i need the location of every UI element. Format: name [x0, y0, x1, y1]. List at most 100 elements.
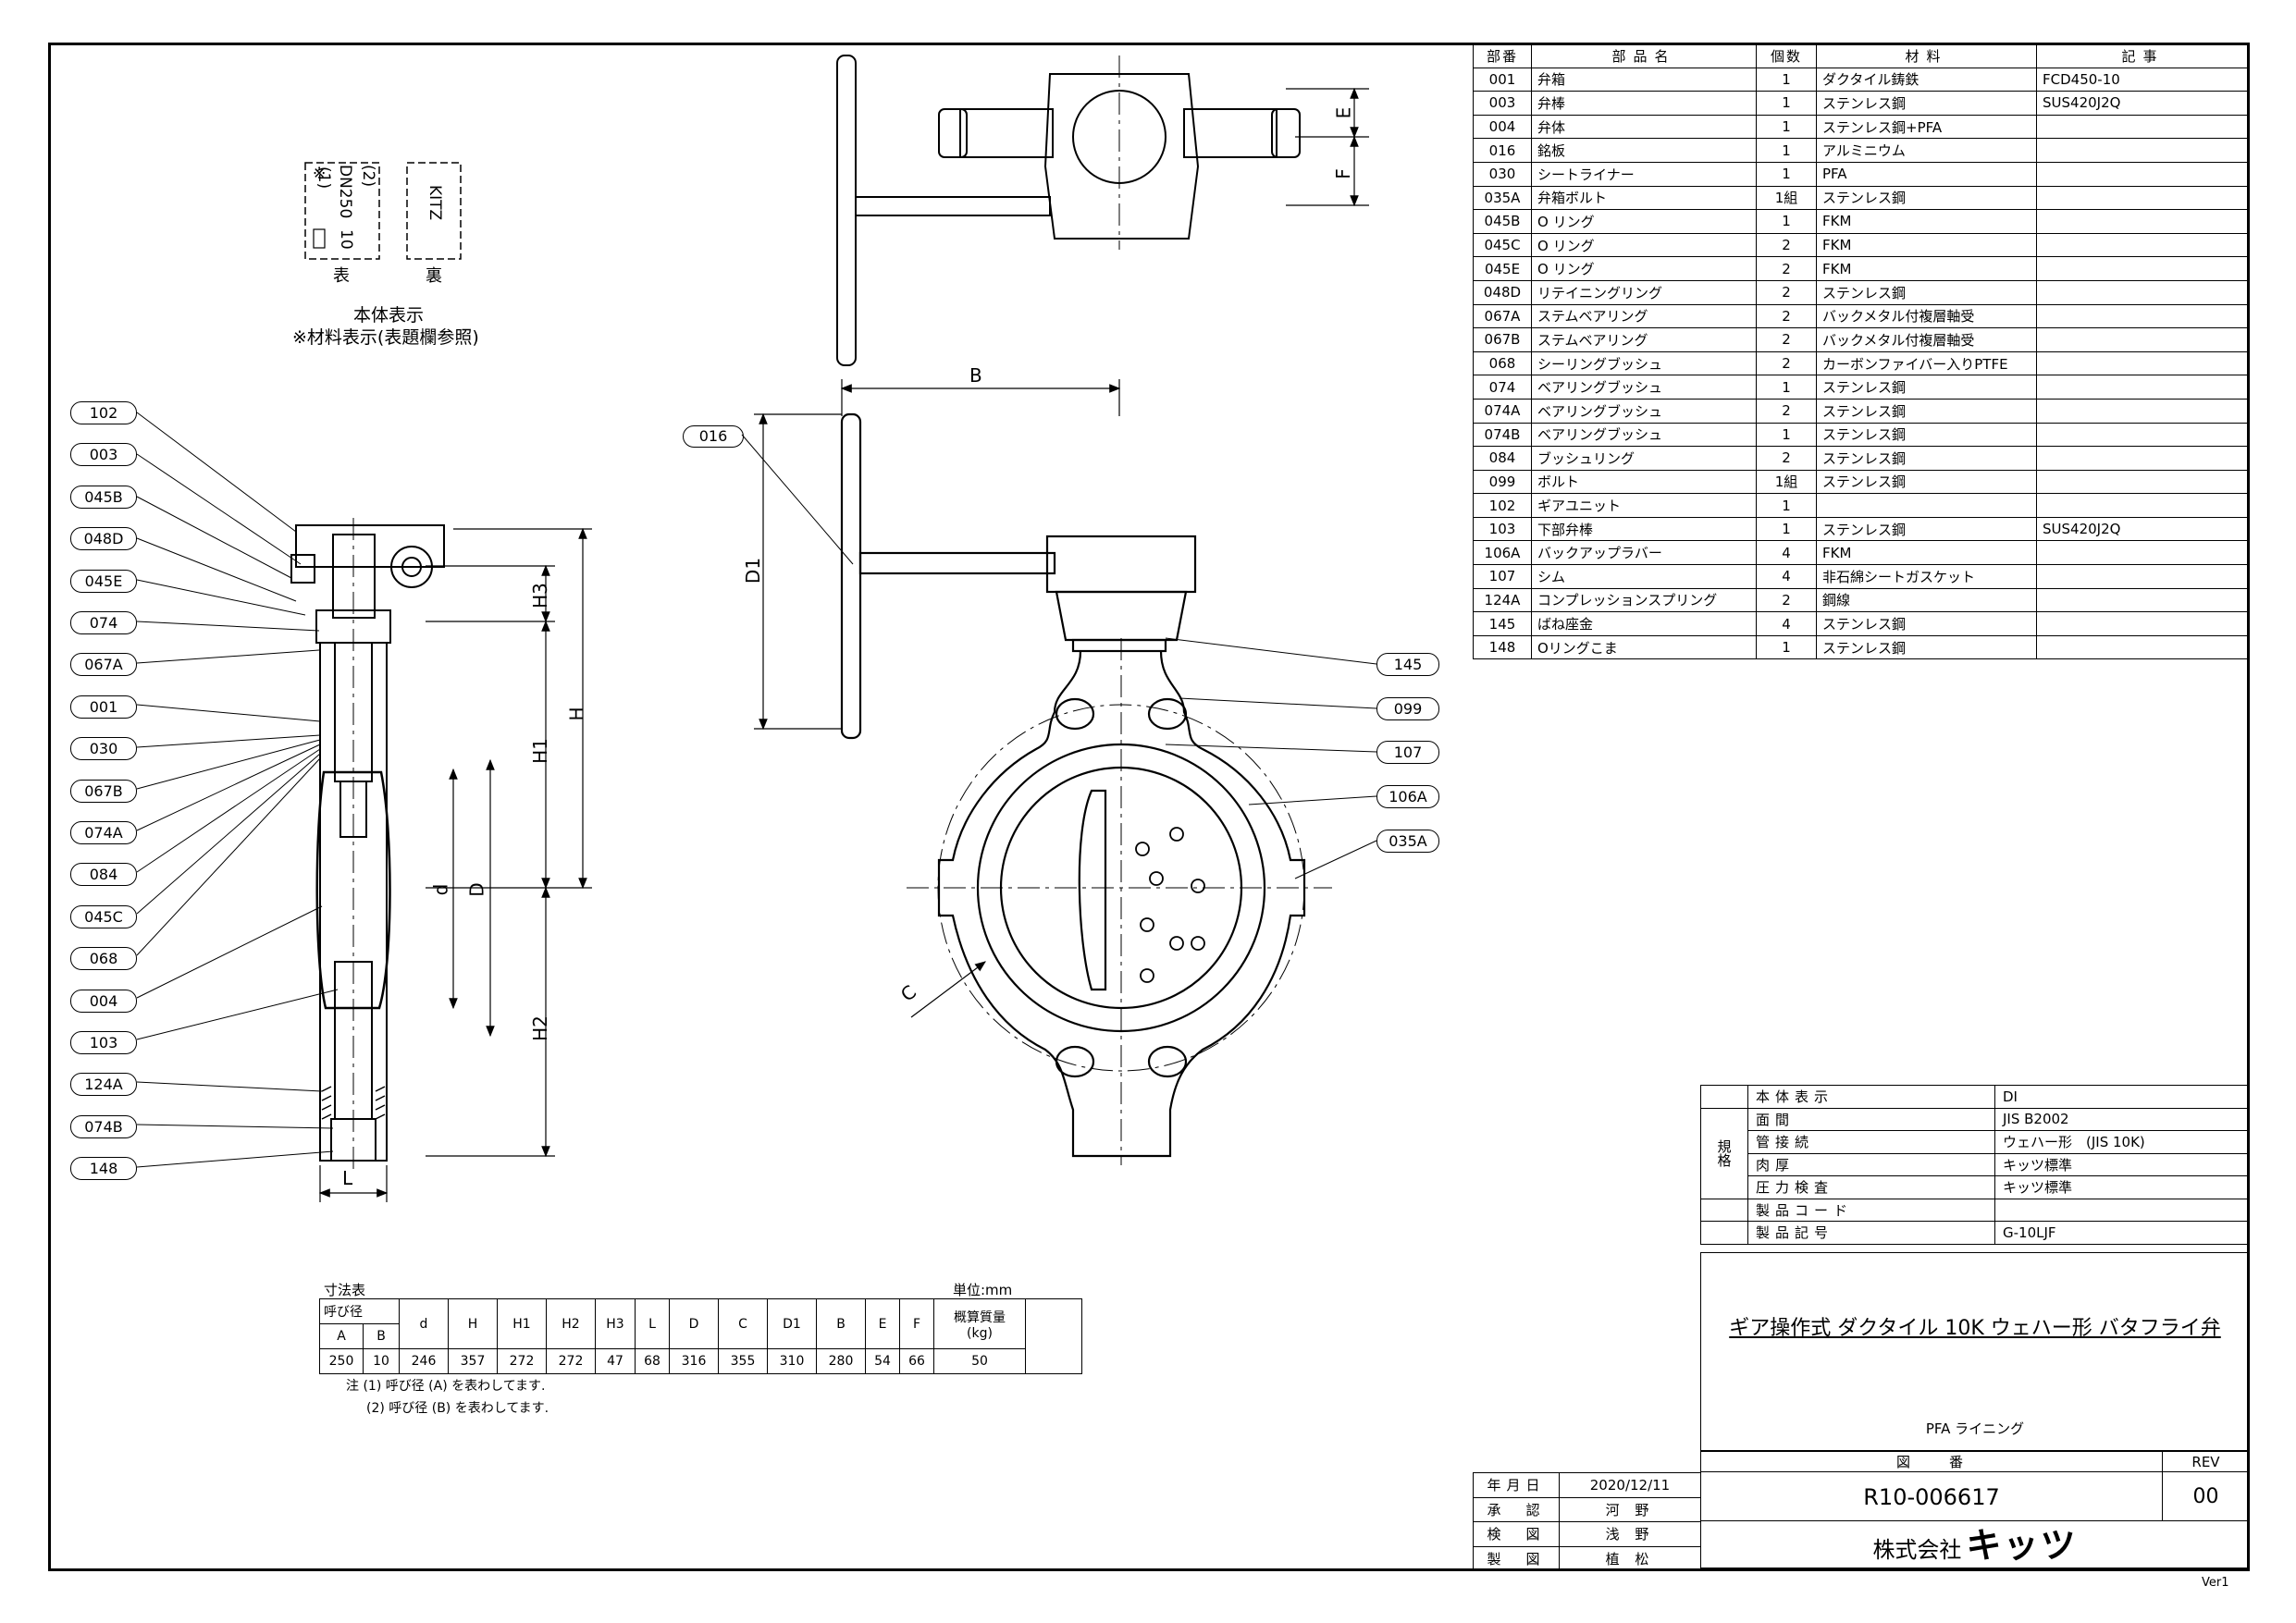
- dim-header: A: [319, 1323, 364, 1349]
- revision: 00: [2162, 1471, 2250, 1521]
- dim-label-H1: H1: [528, 738, 551, 764]
- part-material: ダクタイル鋳鉄: [1816, 67, 2037, 92]
- part-qty: 4: [1756, 611, 1817, 636]
- part-remark: SUS420J2Q: [2036, 516, 2250, 542]
- company-logo: キッツ: [1966, 1525, 2078, 1566]
- part-number: 099: [1473, 469, 1532, 495]
- part-name: リテイニングリング: [1531, 279, 1757, 305]
- part-number: 103: [1473, 516, 1532, 542]
- marking-front-line: 10: [337, 229, 355, 250]
- approval-label: 製 図: [1473, 1545, 1560, 1571]
- part-remark: FCD450-10: [2036, 67, 2250, 92]
- part-number: 074A: [1473, 398, 1532, 424]
- part-number: 145: [1473, 611, 1532, 636]
- part-material: 鋼線: [1816, 587, 2037, 613]
- dim-header: H1: [497, 1298, 547, 1349]
- part-name: ベアリングブッシュ: [1531, 375, 1757, 400]
- balloon-001: 001: [70, 695, 137, 719]
- part-name: ギアユニット: [1531, 493, 1757, 518]
- dim-header: C: [718, 1298, 768, 1349]
- part-qty: 1: [1756, 375, 1817, 400]
- part-material: [1816, 493, 2037, 518]
- part-number: 107: [1473, 564, 1532, 589]
- marking-front-col3: (2): [359, 165, 377, 187]
- balloon-106A: 106A: [1376, 785, 1439, 808]
- part-remark: [2036, 611, 2250, 636]
- part-remark: [2036, 634, 2250, 660]
- part-number: 106A: [1473, 540, 1532, 566]
- dim-header: H3: [595, 1298, 636, 1349]
- spec-value: DI: [1994, 1085, 2250, 1109]
- title-box: [1700, 1252, 2250, 1451]
- balloon-084: 084: [70, 863, 137, 887]
- dim-value: 316: [669, 1348, 719, 1374]
- part-number: 045B: [1473, 209, 1532, 234]
- dim-note-1: 注 (1) 呼び径 (A) を表わしてます.: [346, 1379, 546, 1394]
- parts-header: 部品名: [1531, 43, 1757, 68]
- part-remark: [2036, 375, 2250, 400]
- spec-value: [1994, 1198, 2250, 1222]
- part-name: O リング: [1531, 256, 1757, 281]
- marking-front-line: (2): [359, 165, 377, 188]
- balloon-103: 103: [70, 1031, 137, 1054]
- dim-header: D1: [767, 1298, 817, 1349]
- dim-value: 47: [595, 1348, 636, 1374]
- drawing-number: R10-006617: [1700, 1471, 2163, 1521]
- part-qty: 1: [1756, 114, 1817, 140]
- part-number: 074B: [1473, 422, 1532, 448]
- part-material: カーボンファイバー入りPTFE: [1816, 350, 2037, 376]
- part-name: O リング: [1531, 232, 1757, 258]
- approval-value: 河 野: [1559, 1496, 1701, 1522]
- part-number: 067A: [1473, 303, 1532, 329]
- part-number: 001: [1473, 67, 1532, 92]
- part-number: 016: [1473, 138, 1532, 163]
- spec-value: ウェハー形 (JIS 10K): [1994, 1130, 2250, 1154]
- marking-front-col2: DN250: [336, 165, 354, 218]
- part-qty: 1: [1756, 138, 1817, 163]
- approval-value: 浅 野: [1559, 1521, 1701, 1547]
- top-view-dims: [1286, 87, 1369, 207]
- approval-label: 承 認: [1473, 1496, 1560, 1522]
- part-qty: 1: [1756, 634, 1817, 660]
- part-material: ステンレス鋼: [1816, 422, 2037, 448]
- part-remark: [2036, 350, 2250, 376]
- dim-label-H3: H3: [528, 583, 551, 609]
- part-material: ステンレス鋼: [1816, 398, 2037, 424]
- part-name: 弁箱: [1531, 67, 1757, 92]
- drawing-subtitle: PFA ライニング: [1925, 1420, 2025, 1437]
- rev-label: REV: [2162, 1451, 2250, 1472]
- dim-label-d: d: [429, 883, 452, 896]
- version-label: Ver1: [2202, 1576, 2229, 1590]
- dim-label-D: D: [465, 882, 488, 897]
- spec-label: 肉厚: [1747, 1152, 1995, 1176]
- spec-value: G-10LJF: [1994, 1221, 2250, 1245]
- part-qty: 2: [1756, 587, 1817, 613]
- part-number: 003: [1473, 91, 1532, 116]
- part-qty: 4: [1756, 564, 1817, 589]
- part-name: ステムベアリング: [1531, 327, 1757, 352]
- part-number: 124A: [1473, 587, 1532, 613]
- part-number: 068: [1473, 350, 1532, 376]
- part-qty: 1: [1756, 91, 1817, 116]
- part-material: ステンレス鋼: [1816, 279, 2037, 305]
- part-qty: 2: [1756, 256, 1817, 281]
- spec-label: 管接続: [1747, 1130, 1995, 1154]
- part-qty: 4: [1756, 540, 1817, 566]
- approval-label: 年月日: [1473, 1472, 1560, 1498]
- dim-label-L: L: [342, 1167, 353, 1189]
- balloon-003: 003: [70, 443, 137, 467]
- part-number: 084: [1473, 446, 1532, 471]
- spec-label: 製品記号: [1747, 1221, 1995, 1245]
- part-remark: [2036, 303, 2250, 329]
- part-name: 弁箱ボルト: [1531, 185, 1757, 211]
